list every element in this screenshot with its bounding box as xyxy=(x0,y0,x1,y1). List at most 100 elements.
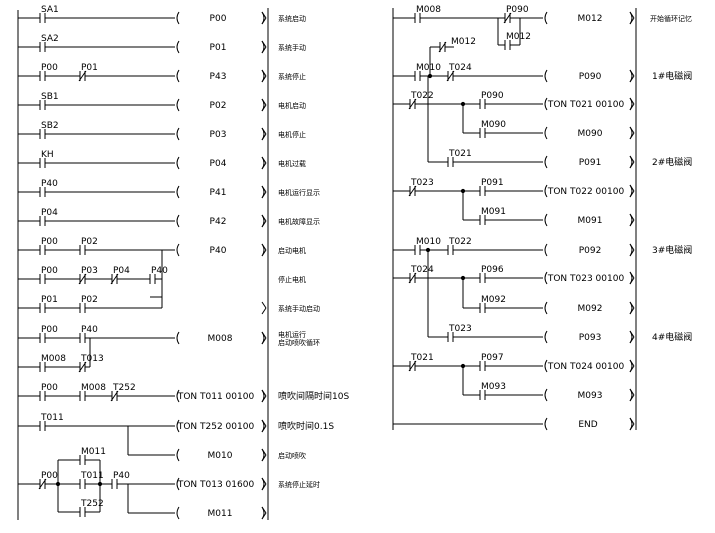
contact-label: P090 xyxy=(481,91,504,101)
coil-left-icon xyxy=(176,419,180,433)
coil-label: M090 xyxy=(578,129,603,139)
rung-comment: 电机过载 xyxy=(278,159,306,168)
coil-label: P093 xyxy=(579,333,602,343)
junction-dot xyxy=(460,363,466,369)
rung-comment: 2#电磁阀 xyxy=(652,156,692,168)
junction-dot xyxy=(460,101,466,107)
contact-label: P40 xyxy=(113,471,130,481)
coil-label: P41 xyxy=(210,188,227,198)
coil-label: TON T024 00100 xyxy=(547,362,625,372)
coil-label: M091 xyxy=(578,216,603,226)
contact-label: T021 xyxy=(448,149,472,159)
contact-label: P091 xyxy=(481,178,504,188)
contact-label: T011 xyxy=(80,471,104,481)
contact-label: P02 xyxy=(81,295,98,305)
contact-label: P40 xyxy=(41,179,58,189)
contact-label: P04 xyxy=(113,266,130,276)
contact-label: SA2 xyxy=(41,34,59,44)
coil-label: M012 xyxy=(578,14,603,24)
rung-comment: 电机停止 xyxy=(278,130,306,139)
coil-left-icon xyxy=(176,40,180,54)
coil-label: TON T013 01600 xyxy=(177,480,255,490)
contact-label: P096 xyxy=(481,265,504,275)
coil-left-icon xyxy=(544,271,548,285)
coil-label: TON T011 00100 xyxy=(177,392,255,402)
junction-dot xyxy=(97,481,103,487)
contact-label: M092 xyxy=(481,295,506,305)
coil-left-icon xyxy=(544,330,548,344)
coil-left-icon xyxy=(544,184,548,198)
contact-label: M010 xyxy=(416,63,441,73)
coil-label: P03 xyxy=(210,130,227,140)
contact-label: SA1 xyxy=(41,5,59,15)
contact-label: M011 xyxy=(81,447,106,457)
coil-label: TON T022 00100 xyxy=(547,187,625,197)
coil-left-icon xyxy=(544,213,548,227)
junction-dot xyxy=(427,73,433,79)
coil-label: END xyxy=(578,420,597,430)
rung-comment: 系统停止 xyxy=(278,72,306,81)
coil-label: M010 xyxy=(208,451,233,461)
contact-label: P40 xyxy=(81,325,98,335)
contact-label: T024 xyxy=(410,265,434,275)
coil-left-icon xyxy=(176,477,180,491)
coil-label: TON T021 00100 xyxy=(547,100,625,110)
coil-left-icon xyxy=(544,359,548,373)
rung-comment: 停止电机 xyxy=(278,275,306,284)
contact-label: SB2 xyxy=(41,121,59,131)
contact-label: T011 xyxy=(40,413,64,423)
contact-label: M012 xyxy=(506,32,531,42)
coil-label: P091 xyxy=(579,158,602,168)
coil-left-icon xyxy=(176,506,180,520)
coil-left-icon xyxy=(176,127,180,141)
coil-label: P090 xyxy=(579,72,602,82)
coil-label: TON T252 00100 xyxy=(177,422,255,432)
rung-comment: 3#电磁阀 xyxy=(652,244,692,256)
coil-left-icon xyxy=(544,11,548,25)
coil-label: TON T023 00100 xyxy=(547,274,625,284)
coil-label: P02 xyxy=(210,101,227,111)
junction-dot xyxy=(460,275,466,281)
contact-label: T252 xyxy=(112,383,136,393)
contact-label: P00 xyxy=(41,63,58,73)
coil-left-icon xyxy=(544,301,548,315)
contact-label: T024 xyxy=(448,63,472,73)
contact-label: T022 xyxy=(448,237,472,247)
contact-label: P00 xyxy=(41,266,58,276)
wires xyxy=(17,8,637,520)
contact-label: M012 xyxy=(451,37,476,47)
contact-label: M008 xyxy=(81,383,106,393)
coil-left-icon xyxy=(544,417,548,431)
rung-comment: 电机运行 xyxy=(278,330,306,339)
rung-comment: 电机运行显示 xyxy=(278,188,320,197)
coil-left-icon xyxy=(176,185,180,199)
coil-label: P01 xyxy=(210,43,227,53)
coil-label: M008 xyxy=(208,334,233,344)
coil-label: P092 xyxy=(579,246,602,256)
contact-label: T013 xyxy=(80,354,104,364)
contact-label: P00 xyxy=(41,383,58,393)
contact-label: T252 xyxy=(80,499,104,509)
coil-label: M093 xyxy=(578,391,603,401)
contact-label: P00 xyxy=(41,325,58,335)
rung-comment: 系统启动 xyxy=(278,14,306,23)
coil-left-icon xyxy=(176,69,180,83)
contact-label: T023 xyxy=(448,324,472,334)
coil-left-icon xyxy=(544,155,548,169)
coil-label: P40 xyxy=(210,246,227,256)
contact-label: P097 xyxy=(481,353,504,363)
rung-comment: 4#电磁阀 xyxy=(652,331,692,343)
rung-comment: 电机故障显示 xyxy=(278,217,320,226)
contact-label: P04 xyxy=(41,208,58,218)
rung-comment: 电机启动 xyxy=(278,101,306,110)
rung-comment: 启动电机 xyxy=(278,246,306,255)
coil-left-icon xyxy=(544,388,548,402)
contact-label: P01 xyxy=(81,63,98,73)
contact-label: M008 xyxy=(416,5,441,15)
coil-left-icon xyxy=(176,98,180,112)
rung-comment: 1#电磁阀 xyxy=(652,70,692,82)
rung-comment-2: 启动喷吹循环 xyxy=(278,338,320,347)
rung-comment: 系统手动 xyxy=(278,43,306,52)
contact-label: M008 xyxy=(41,354,66,364)
